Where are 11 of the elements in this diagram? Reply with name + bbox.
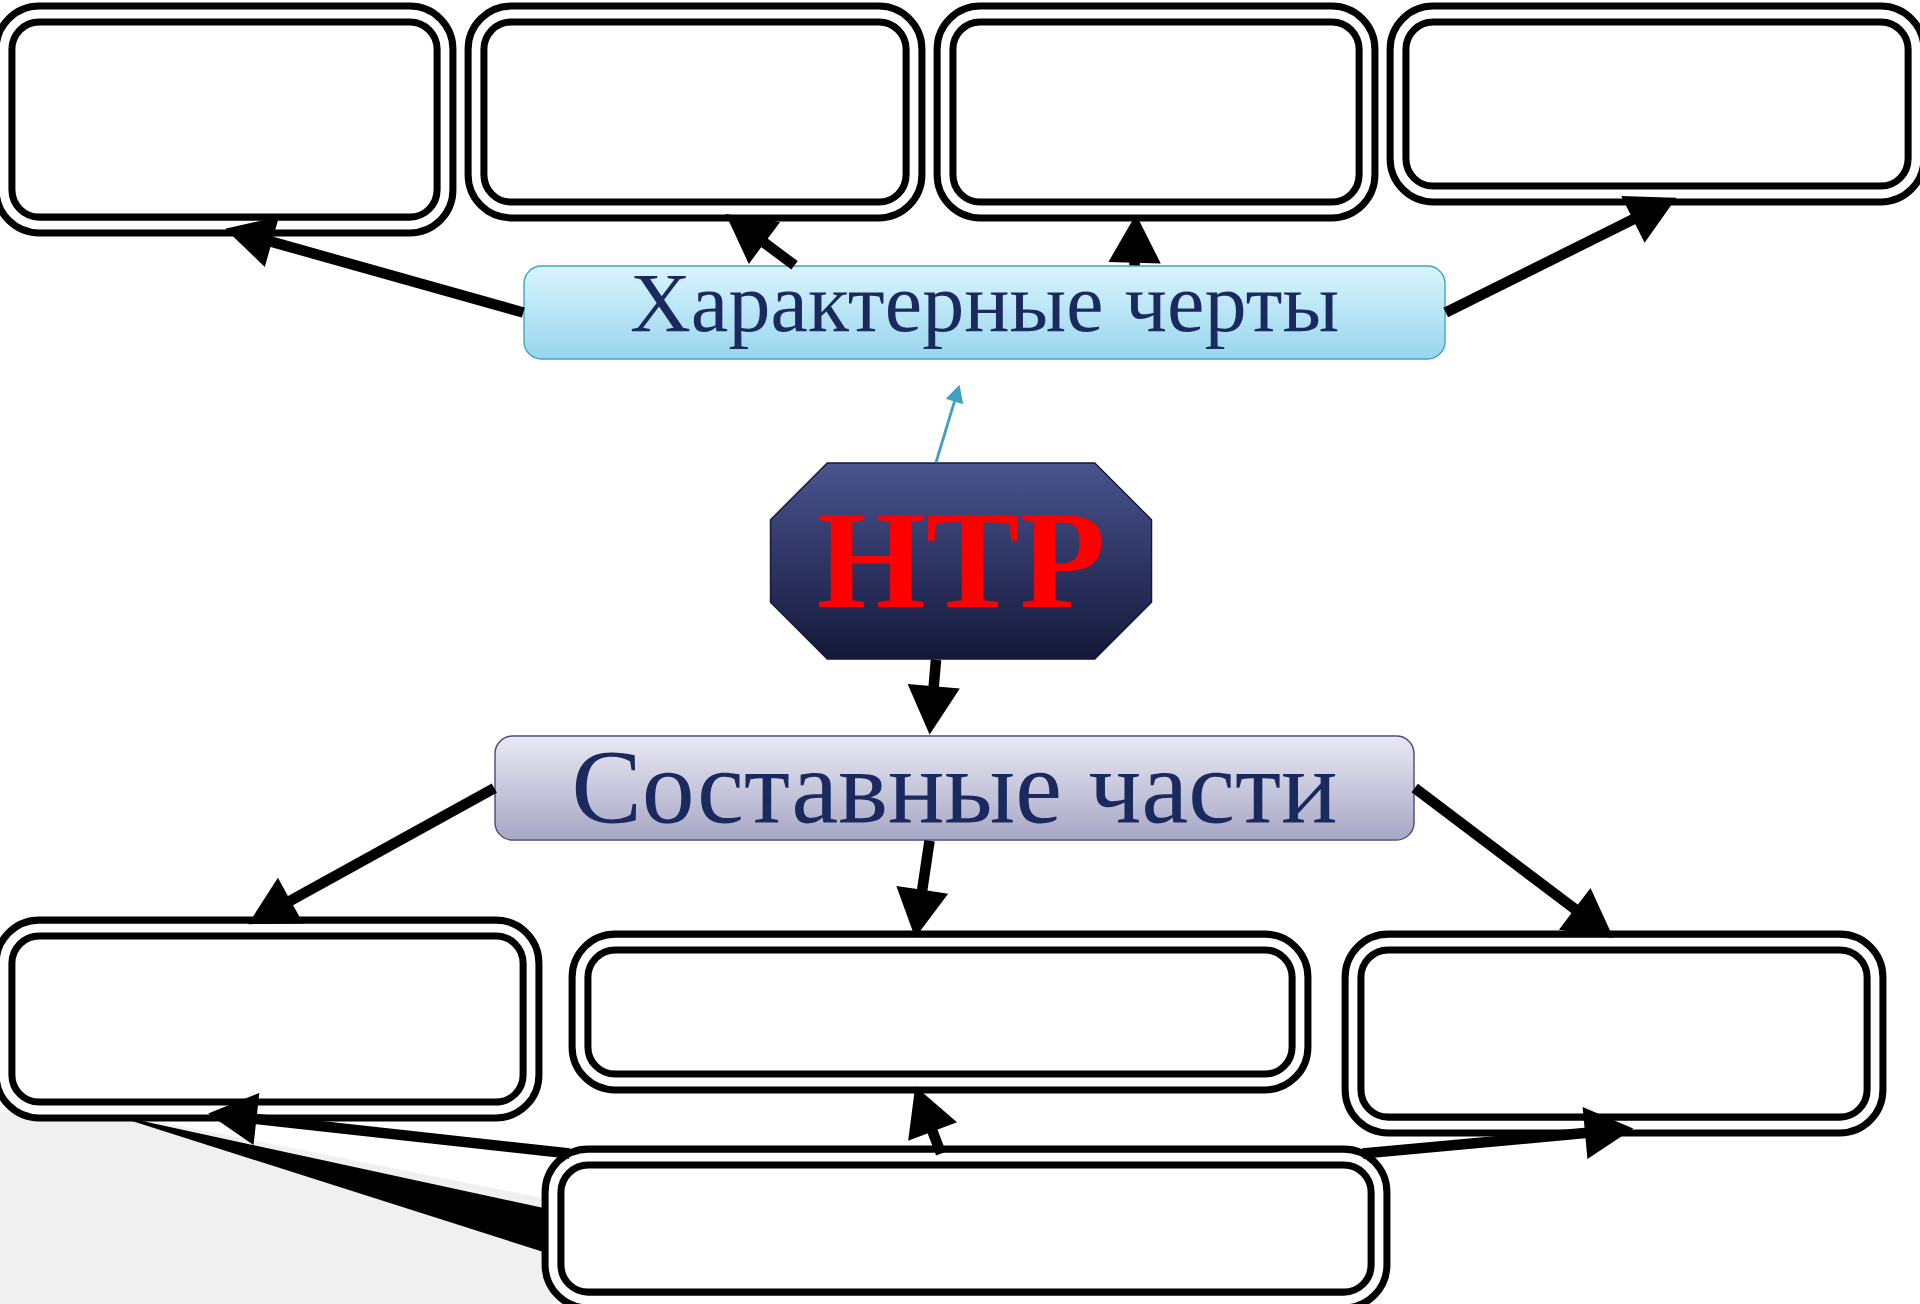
octagon: НТР xyxy=(769,462,1153,660)
header-box: Характерные черты xyxy=(523,265,1446,360)
empty-box xyxy=(568,930,1312,1094)
empty-box xyxy=(1386,2,1920,206)
empty-box xyxy=(933,2,1379,222)
empty-box xyxy=(0,916,543,1122)
empty-box xyxy=(541,1145,1391,1304)
empty-box xyxy=(464,2,926,222)
empty-box xyxy=(1341,930,1887,1137)
header-box: Составные части xyxy=(494,735,1415,841)
empty-box xyxy=(0,2,457,237)
